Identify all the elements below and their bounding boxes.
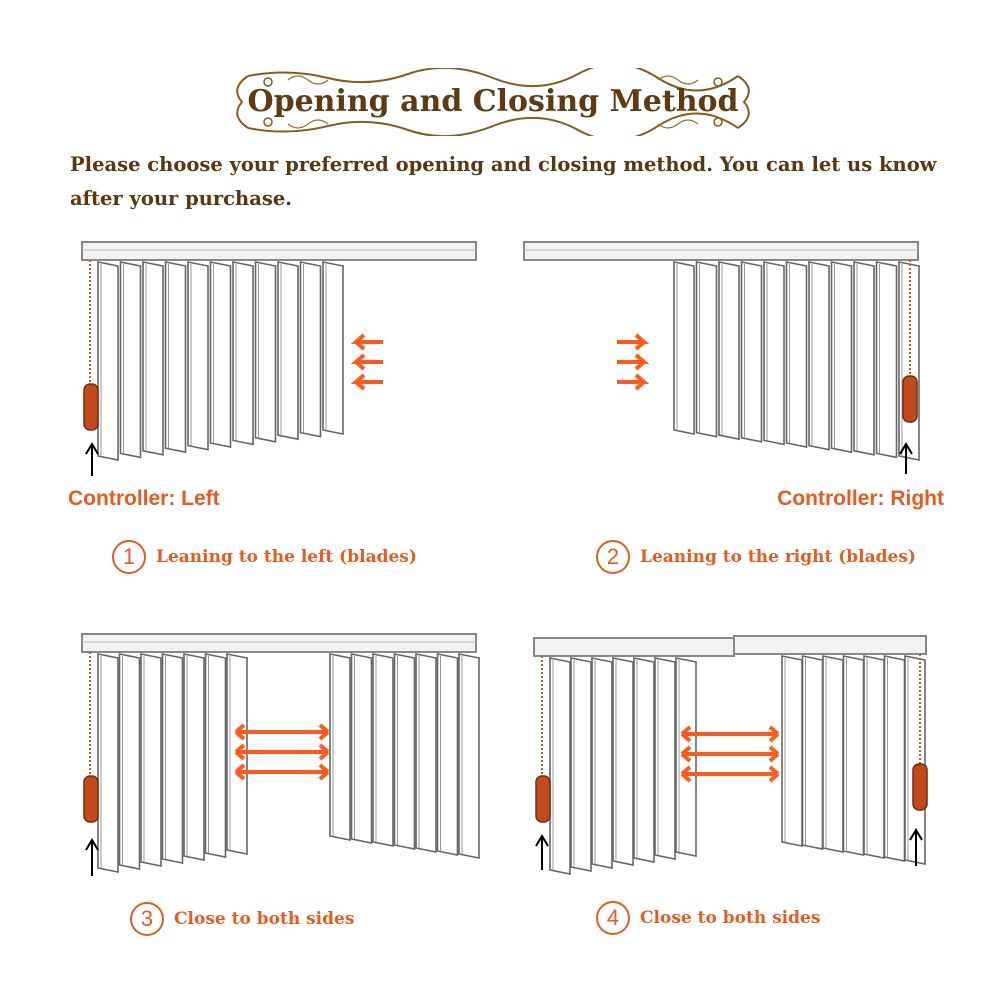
control-cord-left bbox=[535, 656, 551, 823]
headrail bbox=[523, 241, 919, 261]
blade bbox=[436, 653, 459, 856]
intro-text: Please choose your preferred opening and… bbox=[70, 153, 937, 210]
blade bbox=[322, 261, 344, 435]
number-badge: 3 bbox=[130, 902, 164, 936]
blade bbox=[740, 261, 763, 443]
blade bbox=[633, 657, 655, 863]
blade bbox=[183, 653, 205, 861]
blade bbox=[350, 653, 373, 844]
blades-group bbox=[97, 261, 344, 461]
blade bbox=[187, 261, 209, 451]
blade bbox=[299, 261, 322, 438]
page-title: Opening and Closing Method bbox=[247, 84, 739, 119]
blade bbox=[277, 261, 299, 441]
direction-arrows-both bbox=[680, 725, 780, 783]
blade bbox=[863, 655, 885, 859]
blind-diagram-2 bbox=[523, 241, 920, 474]
option-label: Leaning to the right (blades) bbox=[640, 547, 916, 567]
blind-diagram-3 bbox=[81, 633, 480, 876]
option-label: Leaning to the left (blades) bbox=[156, 547, 417, 567]
blade bbox=[415, 653, 437, 853]
blade bbox=[458, 653, 480, 859]
option-1-caption: 1 Leaning to the left (blades) bbox=[112, 539, 417, 575]
blade bbox=[673, 261, 695, 435]
control-cord bbox=[83, 652, 99, 823]
controller-left-label: Controller: Left bbox=[68, 487, 220, 510]
blade bbox=[142, 261, 164, 456]
blade bbox=[830, 261, 853, 454]
option-label: Close to both sides bbox=[640, 908, 821, 928]
blades-group-right bbox=[781, 655, 926, 865]
blade bbox=[822, 655, 844, 853]
blade bbox=[853, 261, 875, 456]
number-badge: 2 bbox=[596, 540, 630, 574]
blade bbox=[875, 261, 898, 459]
option-label: Close to both sides bbox=[174, 909, 355, 929]
control-cord bbox=[83, 260, 99, 431]
blind-diagram-4 bbox=[533, 635, 928, 875]
blades-group-left bbox=[549, 657, 697, 875]
blind-diagram-1 bbox=[81, 241, 477, 476]
blade bbox=[842, 655, 865, 856]
blade bbox=[209, 261, 232, 448]
blade bbox=[204, 653, 227, 858]
direction-arrows-both bbox=[234, 723, 330, 781]
blade bbox=[781, 655, 803, 847]
up-arrow-icon bbox=[85, 838, 99, 876]
blade bbox=[612, 657, 634, 866]
blades-group-left bbox=[97, 653, 248, 873]
blade bbox=[718, 261, 740, 441]
blade bbox=[140, 653, 162, 867]
direction-arrows-left bbox=[350, 333, 383, 391]
blade bbox=[119, 261, 142, 459]
direction-arrows-right bbox=[617, 333, 650, 391]
blade bbox=[393, 653, 416, 850]
title-banner-ornament bbox=[236, 68, 750, 136]
option-3-caption: 3 Close to both sides bbox=[130, 901, 354, 937]
blade bbox=[785, 261, 808, 448]
option-2-caption: 2 Leaning to the right (blades) bbox=[596, 539, 916, 575]
blade bbox=[570, 657, 592, 872]
control-cord-right bbox=[912, 654, 928, 811]
blades-group-right bbox=[329, 653, 480, 859]
up-arrow-icon-left bbox=[535, 834, 549, 870]
blade bbox=[164, 261, 187, 454]
blade bbox=[591, 657, 613, 869]
option-4-caption: 4 Close to both sides bbox=[596, 900, 820, 936]
headrail bbox=[81, 241, 477, 261]
number-badge: 4 bbox=[596, 901, 630, 935]
blade bbox=[695, 261, 718, 438]
headrail bbox=[81, 633, 477, 653]
up-arrow-icon bbox=[85, 442, 99, 476]
up-arrow-icon bbox=[899, 442, 913, 474]
up-arrow-icon-right bbox=[909, 828, 923, 866]
blade bbox=[372, 653, 394, 847]
blade bbox=[801, 655, 824, 850]
blade bbox=[654, 657, 676, 860]
headrail-left bbox=[533, 637, 735, 657]
blade bbox=[161, 653, 184, 864]
controller-right-label: Controller: Right bbox=[777, 487, 944, 510]
blade bbox=[808, 261, 830, 451]
number-badge: 1 bbox=[112, 540, 146, 574]
blade bbox=[763, 261, 785, 446]
blade bbox=[254, 261, 277, 443]
blades-group bbox=[673, 261, 920, 461]
blade bbox=[232, 261, 254, 446]
blade bbox=[329, 653, 351, 841]
blade bbox=[118, 653, 141, 870]
control-cord bbox=[902, 260, 918, 423]
headrail-right bbox=[733, 635, 927, 655]
blade bbox=[883, 655, 906, 862]
